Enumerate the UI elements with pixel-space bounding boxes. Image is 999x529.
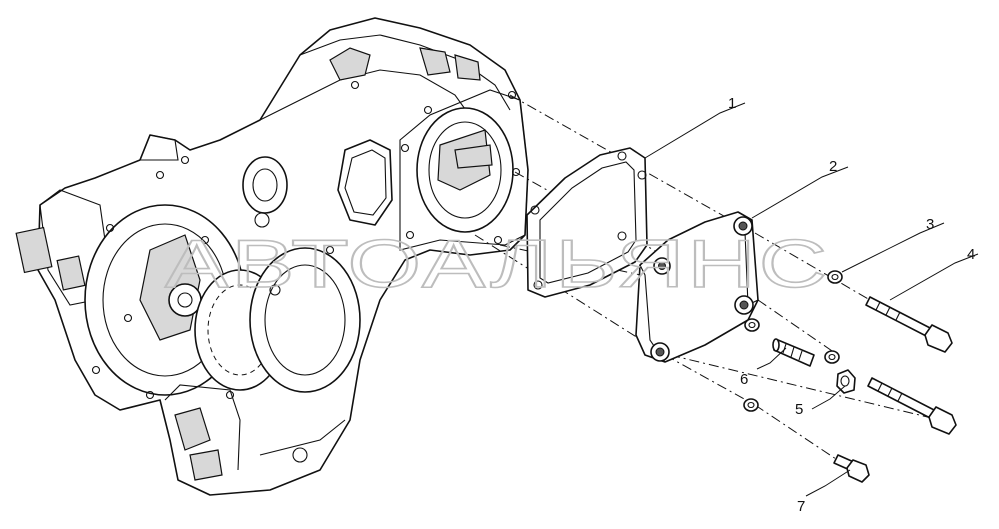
gasket [526, 147, 648, 298]
cover-plate [635, 211, 759, 363]
callout-labels: 1 2 3 4 5 6 7 [728, 95, 975, 515]
washer-upper [827, 270, 843, 284]
long-bolt-upper [865, 296, 953, 353]
callout-2: 2 [829, 158, 837, 175]
callout-7: 7 [797, 498, 805, 515]
washer-stud [744, 318, 760, 332]
washer-middle [824, 350, 840, 364]
callout-3: 3 [926, 216, 934, 233]
nut [836, 369, 856, 394]
watermark: АВТОАЛЬЯНС [165, 226, 830, 302]
transmission-housing [15, 17, 529, 496]
long-bolt-lower [867, 377, 957, 435]
housing-bolt-holes [91, 80, 521, 400]
short-bolt [833, 454, 870, 483]
stud [772, 338, 815, 367]
washer-lower [743, 398, 759, 412]
leader-lines [644, 102, 979, 497]
callout-4: 4 [967, 246, 975, 263]
callout-5: 5 [795, 401, 803, 418]
callout-6: 6 [740, 371, 748, 388]
callout-1: 1 [728, 95, 736, 112]
